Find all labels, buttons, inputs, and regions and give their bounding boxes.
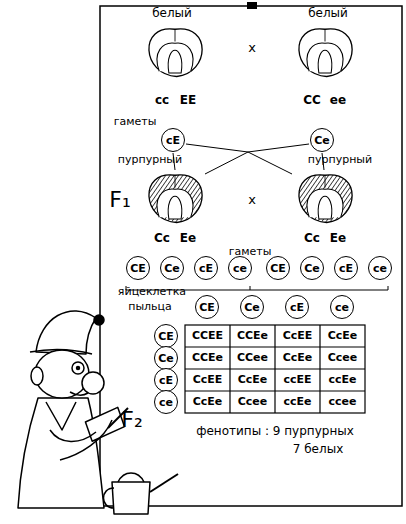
gamete-circle: ce: [368, 256, 392, 280]
diagram-label: EE: [180, 94, 196, 107]
gamete-text: cE: [199, 263, 213, 274]
diagram-label: CcEe: [193, 396, 223, 408]
gamete-text: Ce: [304, 263, 320, 274]
diagram-label: CcEE: [193, 374, 223, 386]
diagram-label: Ee: [180, 232, 196, 245]
gamete-circle: Ce: [154, 346, 178, 370]
diagram-label: F₁: [109, 188, 130, 212]
gamete-text: Ce: [164, 263, 180, 274]
diagram-label: Ccee: [328, 352, 358, 364]
gamete-circle: cE: [194, 256, 218, 280]
diagram-label: гаметы: [114, 116, 157, 128]
gamete-circle: CE: [126, 256, 150, 280]
gamete-text: cE: [166, 135, 180, 146]
gamete-circle: cE: [285, 295, 309, 319]
gamete-circle: ce: [154, 390, 178, 414]
diagram-label: Ccee: [238, 396, 268, 408]
diagram-label: ccEE: [283, 374, 311, 386]
diagram-label: CCEE: [192, 330, 223, 342]
gamete-text: CE: [270, 263, 286, 274]
gamete-circle: Ce: [240, 295, 264, 319]
diagram-label: Cc: [154, 232, 170, 245]
gamete-text: Ce: [314, 135, 330, 146]
gamete-text: ce: [159, 397, 173, 408]
diagram-label: ccEe: [283, 396, 311, 408]
gamete-circle: CE: [154, 324, 178, 348]
gamete-text: ce: [233, 263, 247, 274]
diagram-label: пурпурный: [308, 154, 372, 166]
gamete-text: Ce: [244, 302, 260, 313]
diagram-label: x: [248, 193, 256, 207]
diagram-label: пыльца: [128, 301, 172, 313]
gamete-circle: cE: [161, 128, 185, 152]
gamete-circle: CE: [195, 295, 219, 319]
diagram-label: 7 белых: [293, 443, 343, 456]
diagram-label: CcEe: [283, 352, 313, 364]
diagram-label: CCEe: [237, 330, 268, 342]
diagram-label: Cc: [304, 232, 320, 245]
diagram-label: F₂: [121, 408, 142, 432]
gamete-text: cE: [339, 263, 353, 274]
gamete-text: ce: [335, 302, 349, 313]
diagram-label: cc: [155, 94, 169, 107]
gamete-circle: Ce: [300, 256, 324, 280]
gamete-circle: Ce: [310, 128, 334, 152]
diagram-label: ccee: [329, 396, 357, 408]
gamete-text: Ce: [158, 353, 174, 364]
diagram-label: x: [248, 41, 256, 55]
gamete-circle: ce: [228, 256, 252, 280]
gamete-text: CE: [130, 263, 146, 274]
diagram-label: CcEe: [328, 330, 358, 342]
diagram-label: CCEe: [192, 352, 223, 364]
gamete-text: CE: [158, 331, 174, 342]
gamete-text: CE: [199, 302, 215, 313]
diagram-label: яйцеклетка: [118, 286, 186, 298]
diagram-label: CCee: [237, 352, 268, 364]
gamete-circle: cE: [154, 368, 178, 392]
gamete-text: cE: [290, 302, 304, 313]
diagram-label: ccEe: [328, 374, 356, 386]
gamete-circle: Ce: [160, 256, 184, 280]
diagram-label: белый: [152, 7, 192, 20]
diagram-label: белый: [308, 7, 348, 20]
diagram-label: CC: [303, 94, 321, 107]
diagram-label: пурпурный: [118, 154, 182, 166]
diagram-label: CcEe: [238, 374, 268, 386]
diagram-label: фенотипы : 9 пурпурных: [196, 425, 354, 438]
gamete-text: cE: [159, 375, 173, 386]
gamete-circle: CE: [266, 256, 290, 280]
gamete-text: ce: [373, 263, 387, 274]
diagram-label: Ee: [330, 232, 346, 245]
diagram-label: ee: [330, 94, 346, 107]
gamete-circle: cE: [334, 256, 358, 280]
diagram-label: CcEE: [283, 330, 313, 342]
gamete-circle: ce: [330, 295, 354, 319]
